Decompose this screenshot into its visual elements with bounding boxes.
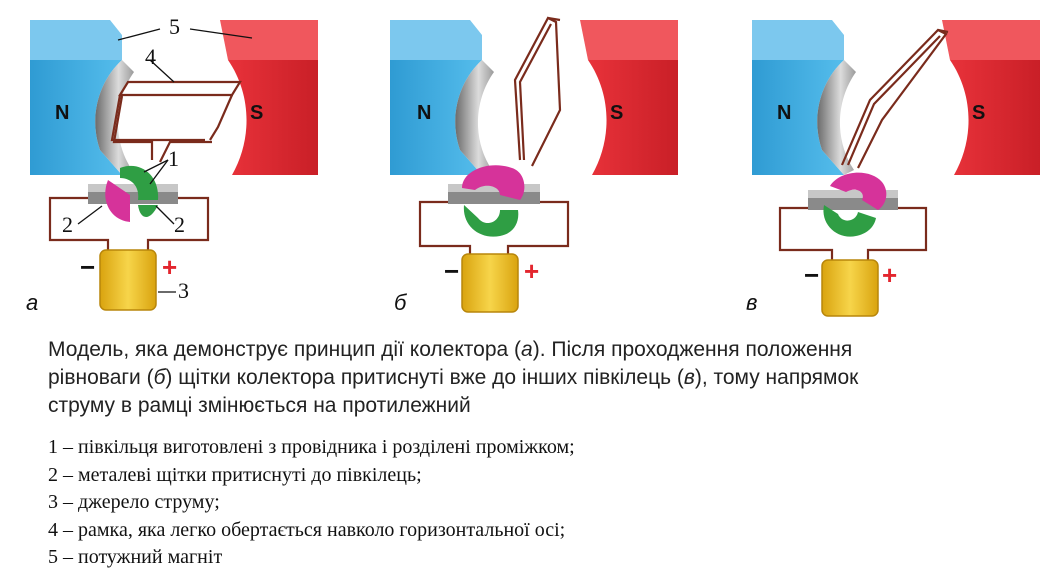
legend-item: 3 – джерело струму; <box>48 491 220 513</box>
north-pole-label: N <box>777 102 791 124</box>
circuit-wire <box>48 196 210 252</box>
legend-item: 5 – потужний магніт <box>48 546 223 568</box>
south-pole-label: S <box>610 102 623 124</box>
panel-c: N S − + в <box>746 20 1040 317</box>
battery <box>461 253 519 313</box>
battery-minus-sign: − <box>80 252 95 282</box>
south-pole-label: S <box>250 102 263 124</box>
circuit-wire <box>778 206 928 262</box>
caption-line-2: рівноваги (б) щітки колектора притиснуті… <box>48 366 859 389</box>
callout-2-right: 2 <box>174 212 185 237</box>
callout-3: 3 <box>178 278 189 303</box>
legend-item: 1 – півкільця виготовлені з провідника і… <box>48 436 575 458</box>
callout-4: 4 <box>145 44 156 69</box>
panel-b: N S − + б <box>390 16 678 315</box>
battery-minus-sign: − <box>444 256 459 286</box>
commutator-half-a <box>105 180 130 222</box>
brush-holder <box>88 190 178 204</box>
panel-label-b: б <box>394 290 408 315</box>
brush-holder <box>448 190 540 204</box>
caption-line-1: Модель, яка демонструє принцип дії колек… <box>48 338 853 361</box>
panel-label-c: в <box>746 290 757 315</box>
panel-a: N S − + <box>26 14 318 315</box>
rotating-frame <box>840 28 949 169</box>
north-pole-label: N <box>55 102 69 124</box>
battery <box>821 259 879 317</box>
panel-label-a: а <box>26 290 38 315</box>
figure-caption: Модель, яка демонструє принцип дії колек… <box>48 336 1028 420</box>
caption-line-3: струму в рамці змінюється на протилежний <box>48 394 471 417</box>
rotating-frame <box>513 16 562 167</box>
battery-minus-sign: − <box>804 260 819 290</box>
callout-1: 1 <box>168 146 179 171</box>
commutator-half-a <box>830 172 887 210</box>
rotating-frame <box>110 80 242 163</box>
commutator-half-b <box>463 205 519 237</box>
battery-plus-sign: + <box>524 256 539 286</box>
legend-list: 1 – півкільця виготовлені з провідника і… <box>48 434 1028 572</box>
commutator-diagram: N S − + <box>26 14 1040 317</box>
battery-plus-sign: + <box>162 252 177 282</box>
commutator-half-b <box>823 205 876 237</box>
legend-item: 2 – металеві щітки притиснуті до півкіле… <box>48 463 422 486</box>
commutator-half-b <box>120 165 159 200</box>
battery-plus-sign: + <box>882 260 897 290</box>
circuit-wire <box>418 200 570 256</box>
legend-item: 4 – рамка, яка легко обертається навколо… <box>48 518 566 541</box>
callout-2-left: 2 <box>62 212 73 237</box>
battery <box>99 249 157 311</box>
callout-5: 5 <box>169 14 180 39</box>
north-pole-label: N <box>417 102 431 124</box>
south-pole-label: S <box>972 102 985 124</box>
callout-lines <box>77 28 253 293</box>
commutator-half-a <box>462 165 525 200</box>
